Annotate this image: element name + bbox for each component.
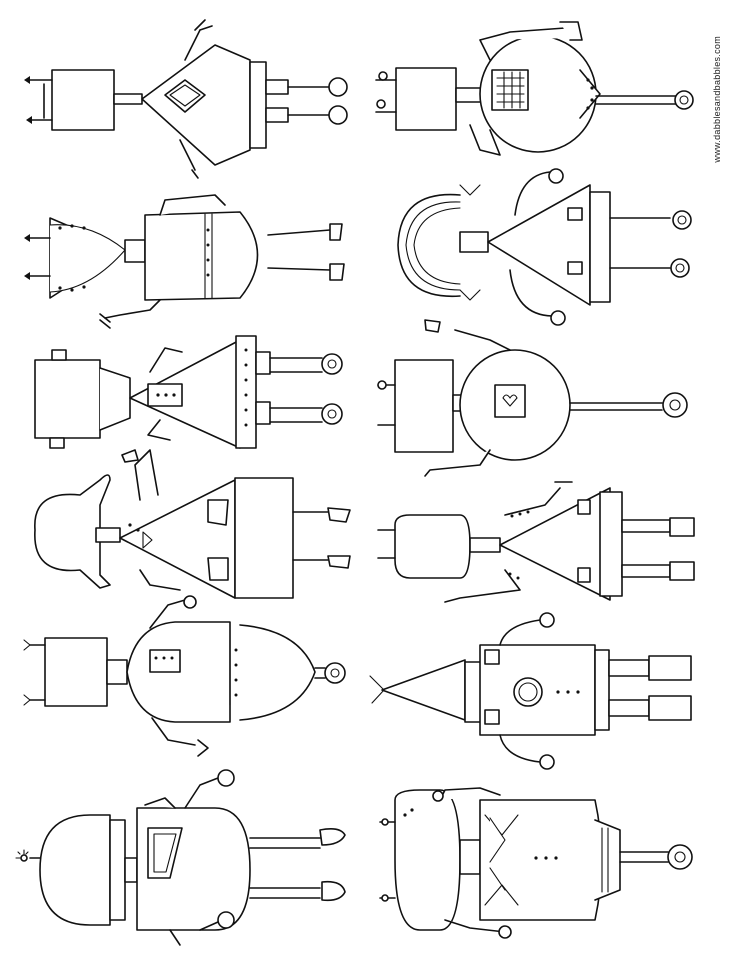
robot-7	[34, 449, 351, 599]
robot-12	[379, 787, 693, 939]
robot-4	[397, 168, 692, 326]
website-credit: www.dabblesandbabbles.com	[712, 36, 722, 163]
robot-10	[369, 612, 692, 770]
robot-1	[24, 19, 348, 179]
robot-8	[377, 481, 695, 603]
robot-9	[23, 595, 346, 757]
robot-11	[15, 769, 346, 946]
robot-2	[375, 21, 694, 156]
robot-5	[34, 335, 343, 449]
robot-6	[377, 319, 688, 477]
robot-3	[24, 194, 345, 329]
